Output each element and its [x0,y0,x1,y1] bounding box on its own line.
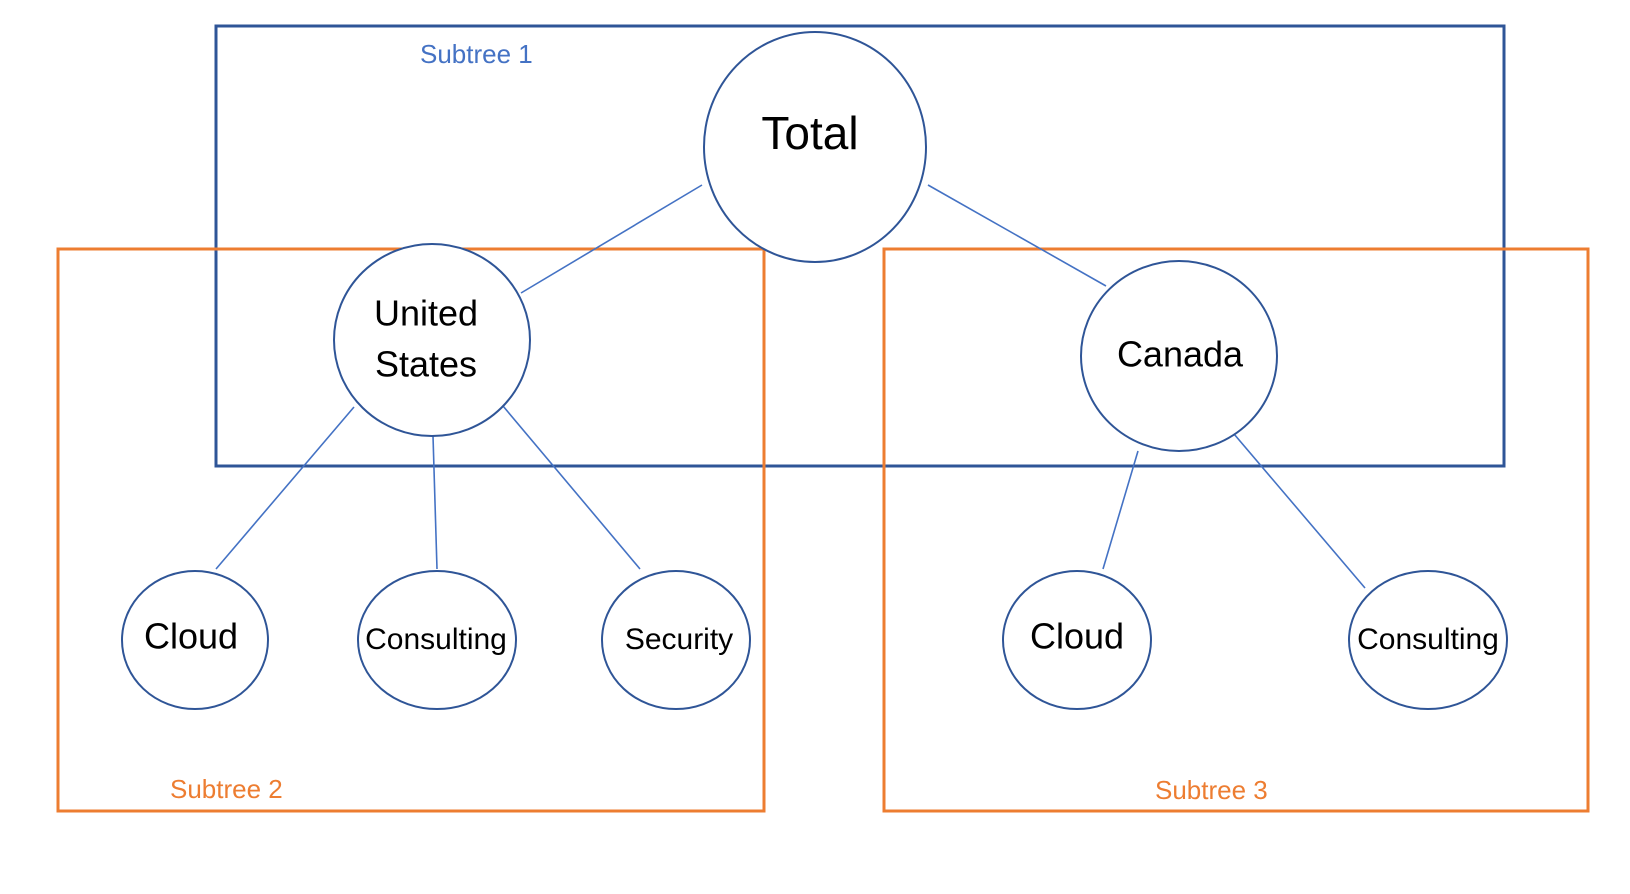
node-ca-consulting-circle [1348,570,1508,710]
subtree-3-label: Subtree 3 [1155,775,1268,805]
node-united-states: United States [333,243,531,437]
edge-united-states-cloud [215,406,355,570]
subtree-3-box [882,247,1590,813]
edge-total-canada [927,184,1107,287]
node-ca-cloud: Cloud [1002,570,1152,710]
subtree-1-box [214,24,1506,468]
node-us-security: Security [601,570,751,710]
node-us-security-circle [601,570,751,710]
edge-canada-cloud [1102,450,1139,570]
node-ca-cloud-circle [1002,570,1152,710]
node-us-consulting-label: Consulting [365,623,507,656]
node-us-cloud: Cloud [121,570,269,710]
edge-united-states-consulting [432,435,438,570]
node-canada-circle [1080,260,1278,452]
node-us-consulting-circle [357,570,517,710]
node-canada-label: Canada [1117,334,1244,375]
node-total-circle [703,31,927,263]
node-total: Total [703,31,927,263]
node-us-security-label: Security [625,623,733,656]
node-canada: Canada [1080,260,1278,452]
node-ca-consulting: Consulting [1348,570,1508,710]
node-total-label: Total [761,107,858,159]
edge-united-states-security [502,405,641,570]
subtree-1-label: Subtree 1 [420,39,533,69]
node-ca-cloud-label: Cloud [1030,616,1124,657]
node-united-states-label-line-2: States [375,344,477,385]
node-ca-consulting-label: Consulting [1357,623,1499,656]
node-us-consulting: Consulting [357,570,517,710]
node-united-states-label-line-1: United [374,293,478,334]
node-united-states-circle [333,243,531,437]
node-us-cloud-label: Cloud [144,616,238,657]
edge-canada-consulting [1233,433,1366,589]
subtree-2-label: Subtree 2 [170,774,283,804]
edge-total-united-states [520,184,703,294]
node-us-cloud-circle [121,570,269,710]
